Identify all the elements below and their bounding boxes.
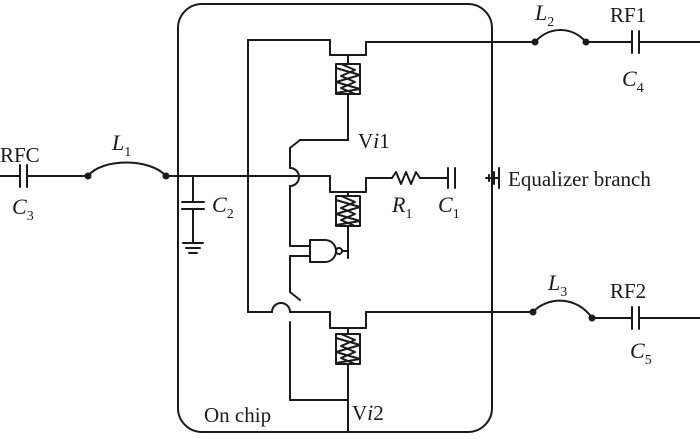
capacitor-c1	[447, 167, 456, 189]
label-l3: L3	[547, 270, 567, 300]
switch-transistor-1	[247, 39, 536, 141]
label-c1: C1	[438, 192, 460, 222]
inductor-l3	[529, 299, 596, 322]
label-vi2: Vi2	[352, 400, 384, 425]
label-on-chip: On chip	[204, 403, 271, 427]
label-c5: C5	[630, 338, 652, 368]
label-c4: C4	[622, 66, 644, 96]
label-rfc: RFC	[0, 143, 40, 167]
on-chip-boundary	[177, 3, 493, 433]
label-equalizer-branch: Equalizer branch	[508, 167, 651, 191]
label-r1: R1	[391, 192, 412, 222]
rfc-port	[0, 164, 89, 188]
label-rf1: RF1	[610, 3, 646, 27]
label-c2: C2	[212, 192, 234, 222]
inductor-l1	[84, 161, 170, 180]
inductor-l2	[531, 29, 590, 46]
label-c3: C3	[12, 194, 34, 224]
capacitor-c2	[181, 175, 205, 254]
nand-gate	[289, 239, 349, 293]
capacitor-c4	[585, 30, 700, 54]
label-vi1: Vi1	[358, 128, 390, 153]
label-rf2: RF2	[610, 279, 646, 303]
label-l1: L1	[111, 130, 131, 160]
capacitor-c5	[591, 306, 700, 330]
label-l2: L2	[534, 0, 554, 30]
resistor-r1	[365, 171, 449, 185]
ground-equalizer	[485, 167, 500, 189]
switch-transistor-2	[247, 291, 534, 433]
